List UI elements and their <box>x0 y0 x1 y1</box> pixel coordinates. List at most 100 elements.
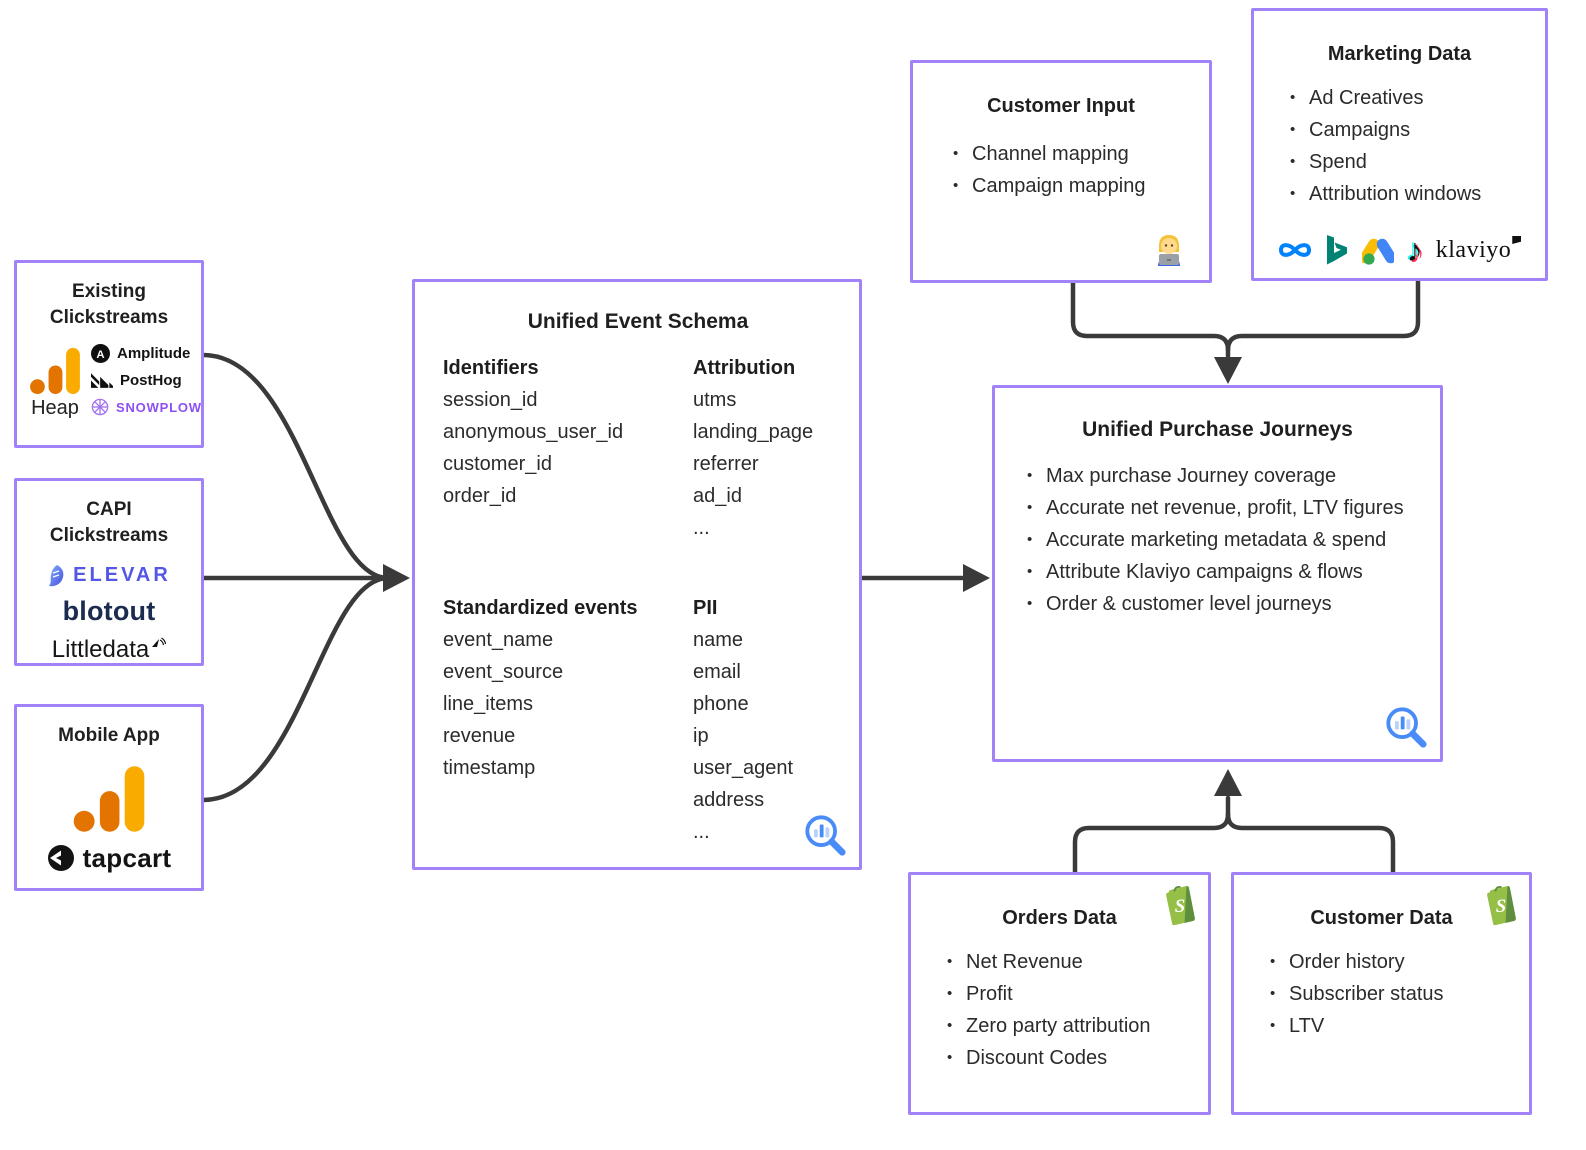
svg-text:S: S <box>1175 896 1185 917</box>
box-title: Unified Purchase Journeys <box>1082 418 1353 441</box>
shopify-icon: S <box>1487 885 1516 926</box>
magnifier-chart-icon <box>805 815 846 856</box>
box-title: Customer Input <box>987 95 1135 117</box>
snowplow-icon <box>91 399 109 416</box>
tapcart-icon <box>47 845 74 872</box>
list-item: Order & customer level journeys <box>1025 588 1424 620</box>
arrowhead-journeys-top <box>1214 357 1242 384</box>
customer-data-box: S Customer Data Order history Subscriber… <box>1231 872 1532 1115</box>
arrow-existing-to-schema <box>200 352 391 581</box>
schema-field: session_id <box>443 389 538 412</box>
bullet-list: Net Revenue Profit Zero party attributio… <box>945 946 1208 1074</box>
schema-field: order_id <box>443 485 517 508</box>
svg-text:A: A <box>96 349 104 361</box>
list-item: LTV <box>1268 1010 1529 1042</box>
box-title: Marketing Data <box>1327 43 1472 65</box>
list-item: Campaigns <box>1288 114 1545 146</box>
schema-field: utms <box>693 389 737 412</box>
list-item: Spend <box>1288 146 1545 178</box>
shopify-icon: S <box>1166 885 1195 926</box>
snowplow-logo-text: SNOWPLOW <box>116 399 202 415</box>
klaviyo-flag-icon <box>1512 236 1522 244</box>
orders-data-box: S Orders Data Net Revenue Profit Zero pa… <box>908 872 1211 1115</box>
box-title: CAPI Clickstreams <box>49 499 169 546</box>
google-analytics-icon <box>30 348 80 395</box>
marketing-data-box: Marketing Data Ad Creatives Campaigns Sp… <box>1251 8 1548 281</box>
arrowhead-journeys-bottom <box>1214 769 1242 796</box>
amplitude-logo-text: Amplitude <box>117 345 191 363</box>
list-item: Net Revenue <box>945 946 1208 978</box>
box-title: Orders Data <box>1002 907 1117 929</box>
elevar-icon <box>49 564 64 586</box>
schema-field: customer_id <box>443 453 552 476</box>
heap-logo-text: Heap <box>31 397 79 420</box>
elevar-logo-text: ELEVAR <box>73 564 171 587</box>
existing-clickstreams-box: Existing Clickstreams Heap A Amplitude <box>14 260 204 448</box>
capi-clickstreams-box: CAPI Clickstreams ELEVAR blotout Littled… <box>14 478 204 666</box>
pii-group: PII name email phone ip user_agent addre… <box>693 592 833 848</box>
klaviyo-logo-text: klaviyo <box>1435 237 1512 263</box>
schema-field: ... <box>693 517 710 540</box>
schema-field: timestamp <box>443 757 536 780</box>
box-title: Unified Event Schema <box>527 310 749 333</box>
tapcart-logo-text: tapcart <box>82 842 172 873</box>
list-item: Zero party attribution <box>945 1010 1208 1042</box>
list-item: Max purchase Journey coverage <box>1025 460 1424 492</box>
bing-icon <box>1326 235 1347 265</box>
schema-field: phone <box>693 693 749 716</box>
list-item: Accurate marketing metadata & spend <box>1025 524 1424 556</box>
littledata-wing-icon <box>152 637 167 648</box>
amplitude-icon: A <box>91 344 110 364</box>
meta-icon <box>1278 243 1311 257</box>
bullet-list: Max purchase Journey coverage Accurate n… <box>1025 460 1424 620</box>
arrow-customer-input-down <box>1070 280 1231 359</box>
attribution-group: Attribution utms landing_page referrer a… <box>693 352 833 544</box>
customer-input-box: Customer Input Channel mapping Campaign … <box>910 60 1212 283</box>
schema-field: address <box>693 789 765 812</box>
mobile-app-box: Mobile App tapcart <box>14 704 204 891</box>
schema-field: event_source <box>443 661 564 684</box>
column-heading: PII <box>693 597 718 620</box>
schema-field: referrer <box>693 453 759 476</box>
arrow-marketing-down <box>1225 278 1421 353</box>
svg-text:S: S <box>1496 896 1506 917</box>
list-item: Accurate net revenue, profit, LTV figure… <box>1025 492 1424 524</box>
bullet-list: Ad Creatives Campaigns Spend Attribution… <box>1288 82 1545 210</box>
schema-field: ... <box>693 821 710 844</box>
littledata-logo-text: Littledata <box>51 636 150 664</box>
list-item: Attribution windows <box>1288 178 1545 210</box>
bullet-list: Channel mapping Campaign mapping <box>951 138 1209 202</box>
schema-field: event_name <box>443 629 554 652</box>
list-item: Profit <box>945 978 1208 1010</box>
tiktok-icon: ♪ <box>1406 232 1423 268</box>
schema-field: name <box>693 629 744 652</box>
klaviyo-logo: klaviyo <box>1435 236 1522 263</box>
schema-field: user_agent <box>693 757 794 780</box>
list-item: Discount Codes <box>945 1042 1208 1074</box>
arrowhead-schema <box>383 564 410 592</box>
woman-technologist-emoji <box>1158 235 1180 266</box>
box-title: Mobile App <box>58 725 160 746</box>
schema-field: line_items <box>443 693 534 716</box>
list-item: Attribute Klaviyo campaigns & flows <box>1025 556 1424 588</box>
schema-field: ad_id <box>693 485 742 508</box>
column-heading: Identifiers <box>443 357 539 380</box>
schema-field: landing_page <box>693 421 814 444</box>
box-title: Customer Data <box>1310 907 1453 929</box>
schema-field: anonymous_user_id <box>443 421 624 444</box>
standardized-events-group: Standardized events event_name event_sou… <box>443 592 693 848</box>
column-heading: Attribution <box>693 357 796 380</box>
arrowhead-journeys-left <box>963 564 990 592</box>
list-item: Order history <box>1268 946 1529 978</box>
box-title: Existing Clickstreams <box>49 281 169 328</box>
unified-event-schema-box: Unified Event Schema Identifiers session… <box>412 279 862 870</box>
ad-platform-logos: ♪ klaviyo <box>1254 234 1545 266</box>
schema-field: email <box>693 661 741 684</box>
list-item: Ad Creatives <box>1288 82 1545 114</box>
posthog-icon <box>91 372 113 388</box>
blotout-logo-text: blotout <box>62 596 156 627</box>
google-ads-icon <box>1361 238 1394 265</box>
magnifier-chart-icon <box>1386 707 1427 748</box>
list-item: Channel mapping <box>951 138 1209 170</box>
